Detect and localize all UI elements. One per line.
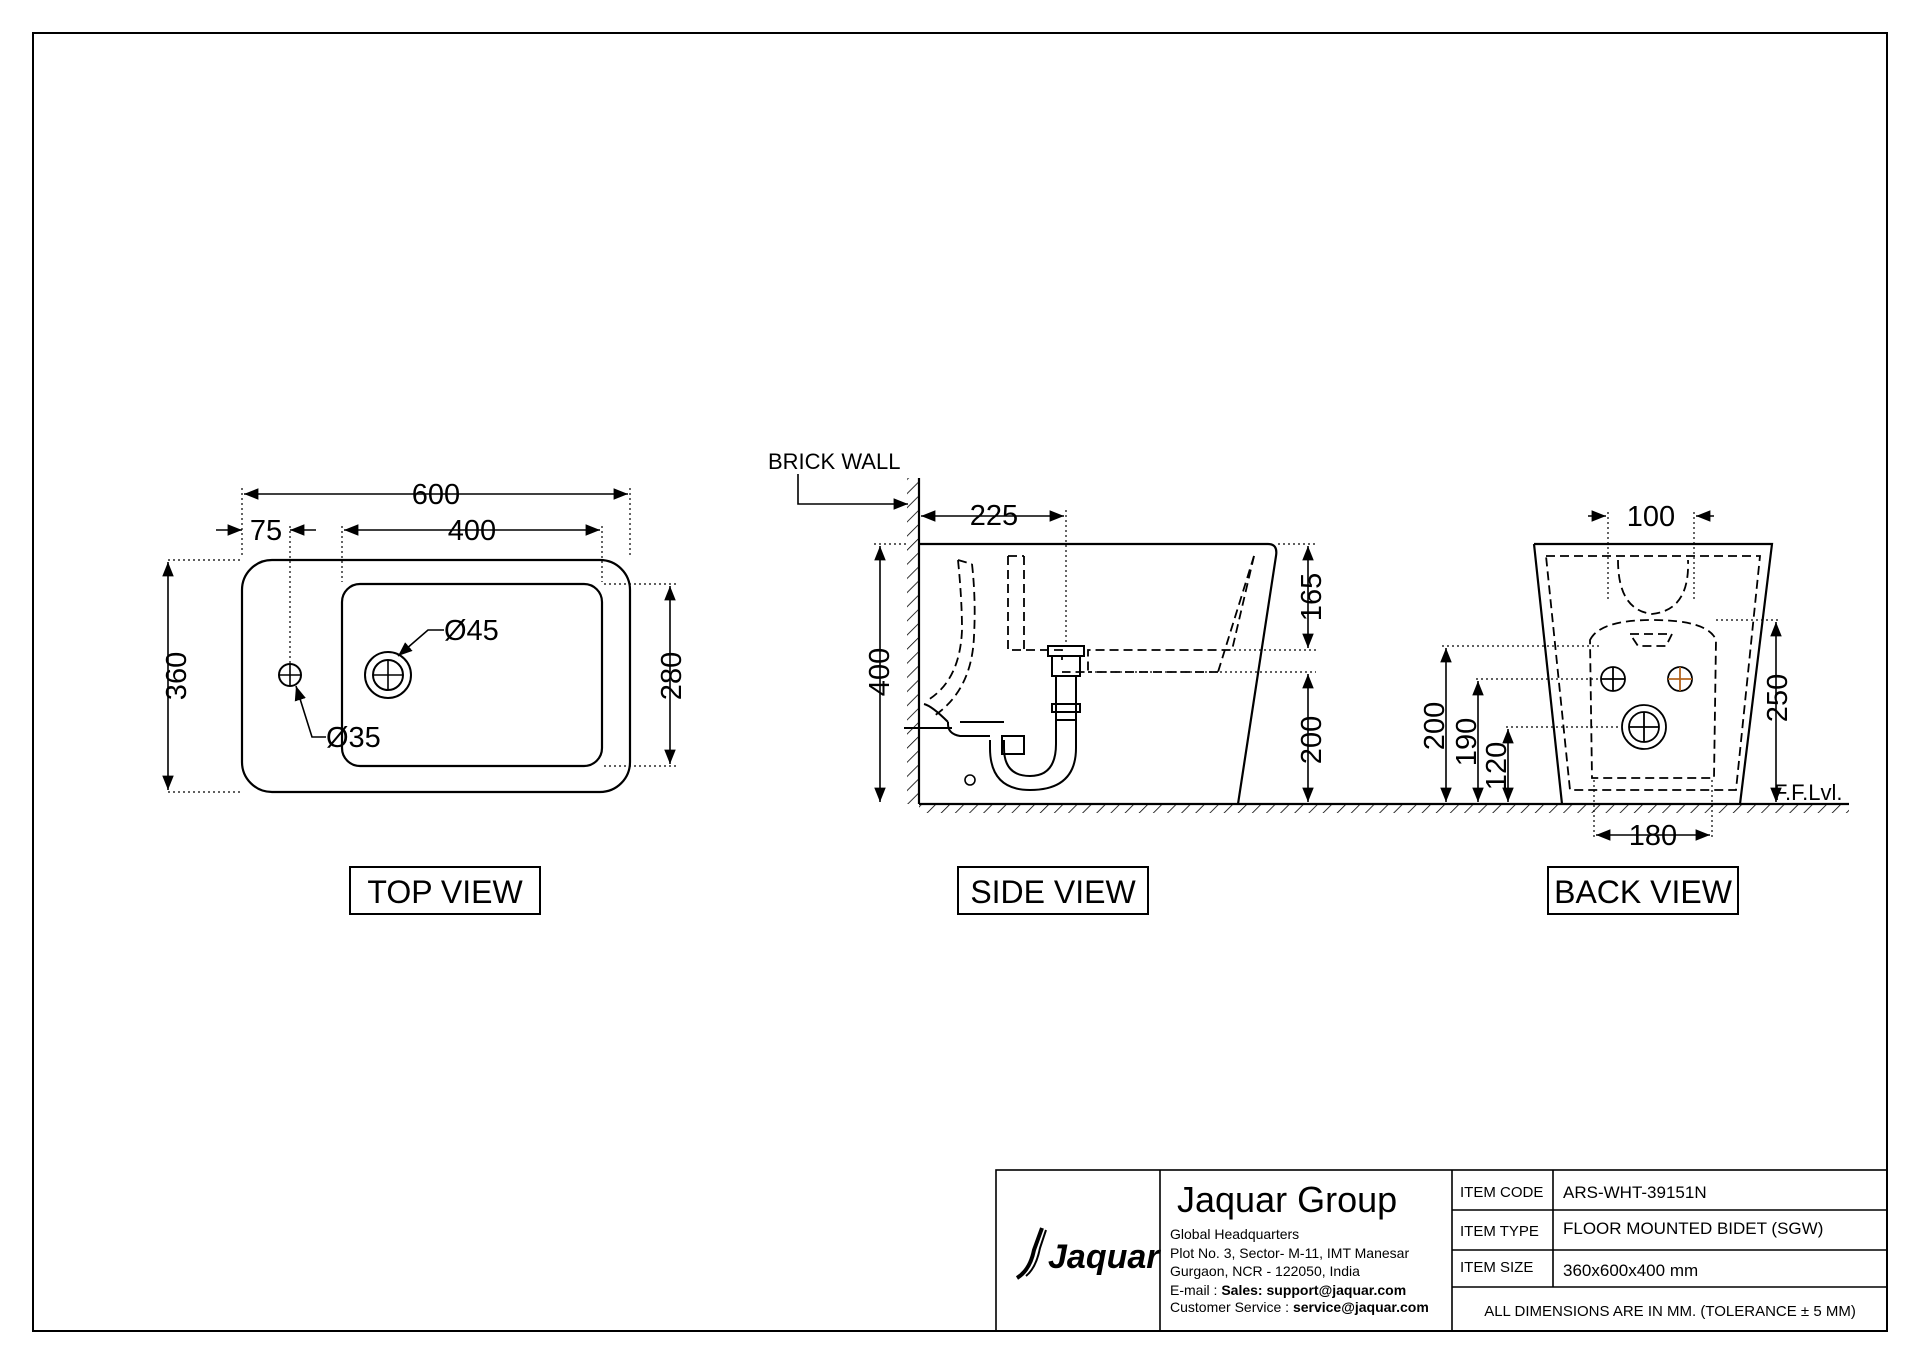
dim-250: 250 xyxy=(1762,674,1794,722)
trap-icon xyxy=(904,645,1085,792)
leader-35 xyxy=(294,685,326,738)
back-hole-left-icon xyxy=(1600,666,1626,692)
dimension-note: ALL DIMENSIONS ARE IN MM. (TOLERANCE ± 5… xyxy=(1484,1303,1856,1320)
floor xyxy=(919,804,1849,813)
logo-text: Jaquar xyxy=(1048,1238,1161,1276)
dim-360: 360 xyxy=(161,652,193,700)
back-view-title-box xyxy=(1547,866,1739,915)
tap-hole-icon xyxy=(278,663,302,687)
top-view: 600 400 75 360 280 Ø45 Ø35 TOP VIEW xyxy=(161,479,688,915)
address-line-2: Gurgaon, NCR - 122050, India xyxy=(1170,1263,1360,1279)
brick-wall xyxy=(907,478,919,804)
item-code-value: ARS-WHT-39151N xyxy=(1563,1183,1707,1202)
email-value: Sales: support@jaquar.com xyxy=(1221,1282,1406,1298)
floor-level-label: F.F.Lvl. xyxy=(1774,780,1842,805)
brick-wall-label: BRICK WALL xyxy=(768,449,900,474)
dim-400-side: 400 xyxy=(864,648,896,696)
address-line-1: Plot No. 3, Sector- M-11, IMT Manesar xyxy=(1170,1245,1409,1261)
top-view-title-box xyxy=(349,866,541,915)
top-view-outline xyxy=(240,558,632,794)
dim-100: 100 xyxy=(1627,501,1675,533)
email-label: E-mail : xyxy=(1170,1282,1221,1298)
dim-180: 180 xyxy=(1629,820,1677,852)
top-view-bowl xyxy=(340,582,604,768)
item-code-label: ITEM CODE xyxy=(1460,1184,1543,1201)
hq-title: Global Headquarters xyxy=(1170,1226,1299,1242)
back-outlet-icon xyxy=(1621,704,1667,750)
side-view-title: SIDE VIEW xyxy=(970,874,1136,910)
back-view-title: BACK VIEW xyxy=(1554,874,1733,910)
dim-dia-45: Ø45 xyxy=(444,615,499,647)
back-hole-right-icon xyxy=(1667,666,1693,692)
service-label: Customer Service : xyxy=(1170,1299,1293,1315)
sheet-border xyxy=(32,32,1888,1332)
leader-45 xyxy=(397,629,444,657)
dim-280: 280 xyxy=(656,652,688,700)
email-line: E-mail : Sales: support@jaquar.com xyxy=(1170,1282,1406,1298)
back-view-outline xyxy=(1532,542,1774,805)
title-block: Jaquar Jaquar Group Global Headquarters … xyxy=(995,1169,1888,1332)
dim-200-back: 200 xyxy=(1419,702,1451,750)
side-view: BRICK WALL 225 400 165 200 SIDE VIEW xyxy=(768,449,1849,915)
item-size-value: 360x600x400 mm xyxy=(1563,1261,1698,1280)
item-size-label: ITEM SIZE xyxy=(1460,1259,1533,1276)
service-line: Customer Service : service@jaquar.com xyxy=(1170,1299,1429,1315)
leader-brick-wall xyxy=(797,474,908,510)
dim-225: 225 xyxy=(970,500,1018,532)
dim-75: 75 xyxy=(250,515,282,547)
side-view-body xyxy=(919,542,1278,805)
dim-600: 600 xyxy=(412,479,460,511)
drain-icon xyxy=(364,651,412,699)
side-view-title-box xyxy=(957,866,1149,915)
dim-200-side: 200 xyxy=(1296,716,1328,764)
jaquar-logo: Jaquar xyxy=(1015,1227,1161,1280)
item-type-label: ITEM TYPE xyxy=(1460,1223,1539,1240)
dim-120: 120 xyxy=(1481,742,1513,790)
back-view: 100 180 250 200 190 120 F.F.Lvl. BACK VI… xyxy=(1419,501,1842,915)
top-view-title: TOP VIEW xyxy=(367,874,523,910)
dim-165: 165 xyxy=(1296,573,1328,621)
dim-190: 190 xyxy=(1451,718,1483,766)
dim-400-top: 400 xyxy=(448,515,496,547)
service-value: service@jaquar.com xyxy=(1293,1299,1429,1315)
bolt-hole-icon xyxy=(964,774,976,786)
item-type-value: FLOOR MOUNTED BIDET (SGW) xyxy=(1563,1219,1823,1238)
company-name: Jaquar Group xyxy=(1177,1179,1397,1220)
dim-dia-35: Ø35 xyxy=(326,722,381,754)
